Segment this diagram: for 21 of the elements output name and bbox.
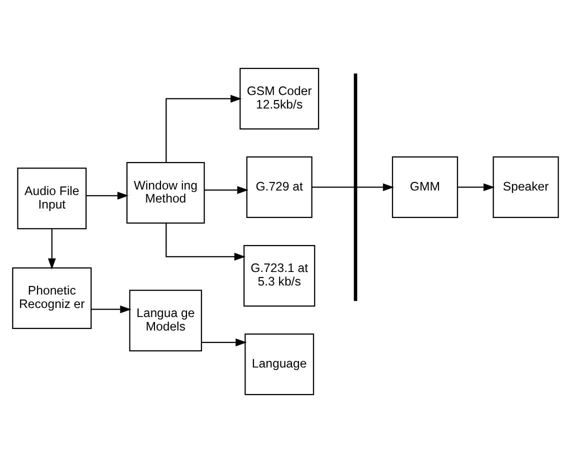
arrow bbox=[356, 183, 394, 192]
node-box: Language bbox=[244, 333, 314, 396]
node-box: Langua ge Models bbox=[129, 290, 202, 352]
node-box: GSM Coder 12.5kb/s bbox=[240, 68, 320, 130]
arrow bbox=[458, 183, 495, 192]
node-bar bbox=[354, 74, 358, 301]
connector bbox=[312, 186, 354, 188]
arrow bbox=[166, 223, 246, 261]
node-box: Phonetic Recogniz er bbox=[12, 267, 92, 329]
node-box: Speaker bbox=[492, 156, 559, 218]
arrow bbox=[48, 228, 56, 270]
node-box: Window ing Method bbox=[126, 162, 205, 224]
node-box: Audio File Input bbox=[17, 168, 87, 230]
arrow bbox=[204, 186, 248, 194]
arrow bbox=[202, 338, 247, 346]
arrow bbox=[166, 94, 242, 163]
arrow bbox=[86, 192, 129, 200]
node-box: G.723.1 at 5.3 kb/s bbox=[243, 244, 316, 307]
node-box: GMM bbox=[392, 156, 458, 218]
arrow bbox=[91, 305, 132, 314]
node-box: G.729 at bbox=[246, 156, 312, 218]
